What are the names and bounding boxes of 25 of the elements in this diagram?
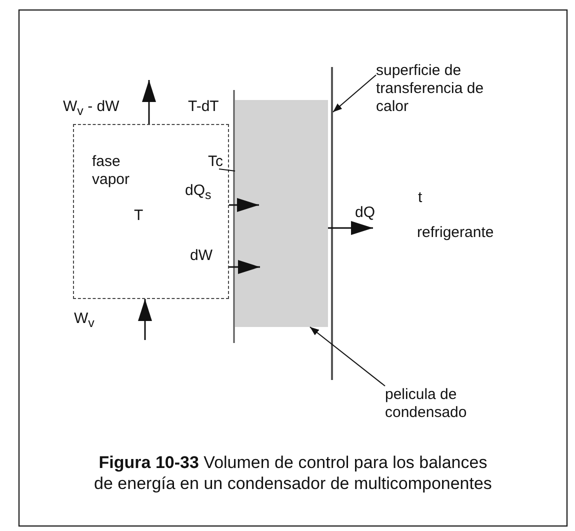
condensate-film (235, 100, 328, 327)
edge-label: dQ$_{s}$ (185, 182, 212, 204)
temperature-label: T-dT (188, 98, 219, 116)
edge-label: dW (190, 247, 212, 265)
edge-label: W$_{v}$ (74, 310, 94, 332)
edge-label: dQ (355, 204, 376, 222)
flow-arrow (229, 260, 260, 274)
flow-arrow (142, 80, 156, 124)
callout-text: pelicula de condensado (385, 386, 495, 422)
region-label: refrigerante (417, 224, 494, 242)
leader-line (310, 326, 386, 386)
flow-arrow (138, 299, 152, 340)
temperature-label: t (418, 189, 422, 207)
control-volume-box (73, 124, 229, 299)
phase-label: fase vapor (92, 153, 131, 189)
flow-arrow (328, 221, 373, 235)
temperature-label: Tc (208, 153, 230, 171)
figure-caption: Figura 10-33 Volumen de control para los balances de energía en un condensador de multicomponentes (93, 452, 493, 494)
leader-line (218, 168, 236, 172)
flow-arrow (229, 198, 259, 212)
temperature-label: T (134, 207, 144, 225)
transfer-surface-line (331, 67, 333, 380)
leader-line (332, 74, 376, 112)
callout-text: superficie de transferencia de calor (376, 62, 504, 116)
edge-label: W$_{v}$ - dW (63, 98, 120, 120)
